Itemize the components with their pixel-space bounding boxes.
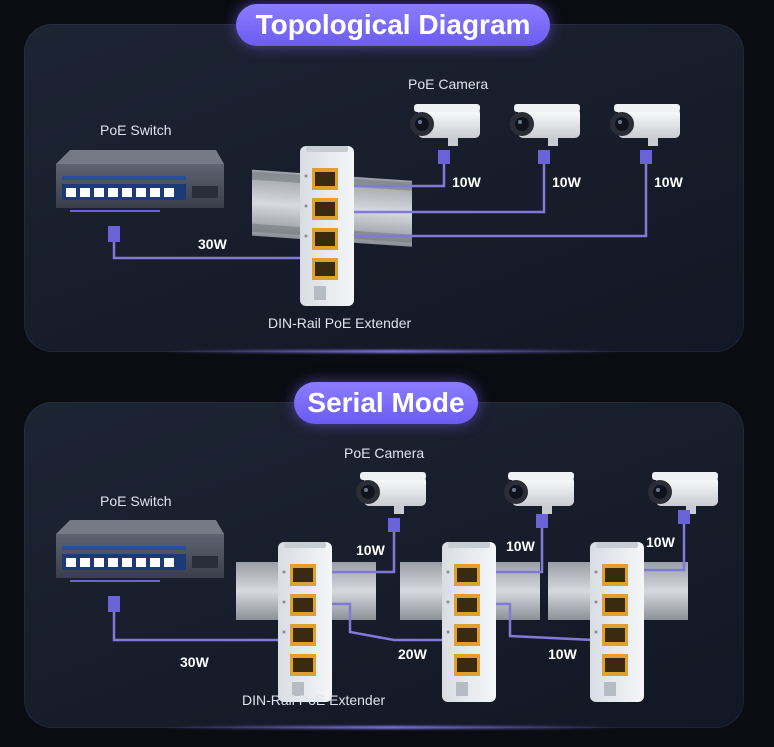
camera-power-label: 10W [506,538,535,554]
camera-power-label: 10W [646,534,675,550]
panel-glow [160,350,620,353]
switch-label: PoE Switch [100,493,172,509]
camera-power-label: 10W [356,542,385,558]
link-power-label: 10W [548,646,577,662]
panel-glow [160,726,620,729]
input-power-label: 30W [198,236,227,252]
extender-label: DIN-Rail PoE Extender [268,315,412,331]
switch-label: PoE Switch [100,122,172,138]
camera-power-label: 10W [452,174,481,190]
camera-power-label: 10W [552,174,581,190]
topological-title: Topological Diagram [236,4,550,46]
extender-label: DIN-Rail PoE Extender [242,692,386,708]
input-power-label: 30W [180,654,209,670]
link-power-label: 20W [398,646,427,662]
serial-title: Serial Mode [294,382,478,424]
camera-power-label: 10W [654,174,683,190]
camera-label: PoE Camera [344,445,425,461]
camera-label: PoE Camera [408,76,489,92]
